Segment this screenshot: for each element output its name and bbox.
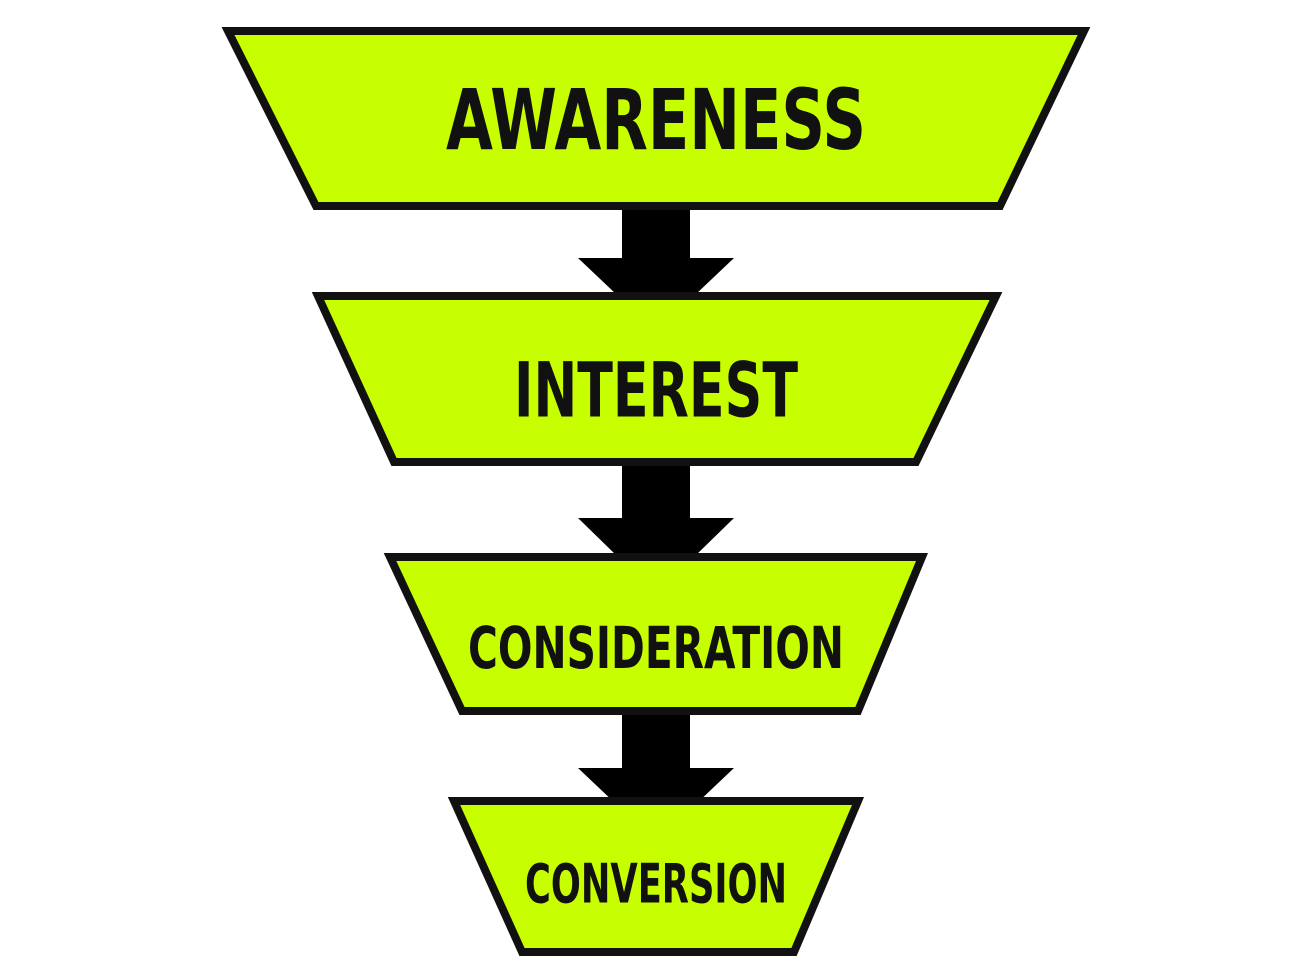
funnel-stage-consideration: CONSIDERATION [383,553,928,715]
funnel-stage-conversion: CONVERSION [447,797,865,956]
stage-label: CONVERSION [525,853,787,916]
stage-shape [447,797,865,956]
stage-label: CONSIDERATION [468,614,844,682]
stage-shape [311,292,1003,466]
connector-arrows [578,200,734,842]
funnel-stage-awareness: AWARENESS [221,27,1091,210]
arrow-down-icon [578,200,734,332]
stage-shape [221,27,1091,210]
arrow-down-icon [578,706,734,842]
stage-shape [383,553,928,715]
stage-label: AWARENESS [446,71,866,169]
stage-label: INTEREST [514,346,798,435]
arrow-down-icon [578,458,734,594]
funnel-stage-interest: INTEREST [311,292,1003,466]
